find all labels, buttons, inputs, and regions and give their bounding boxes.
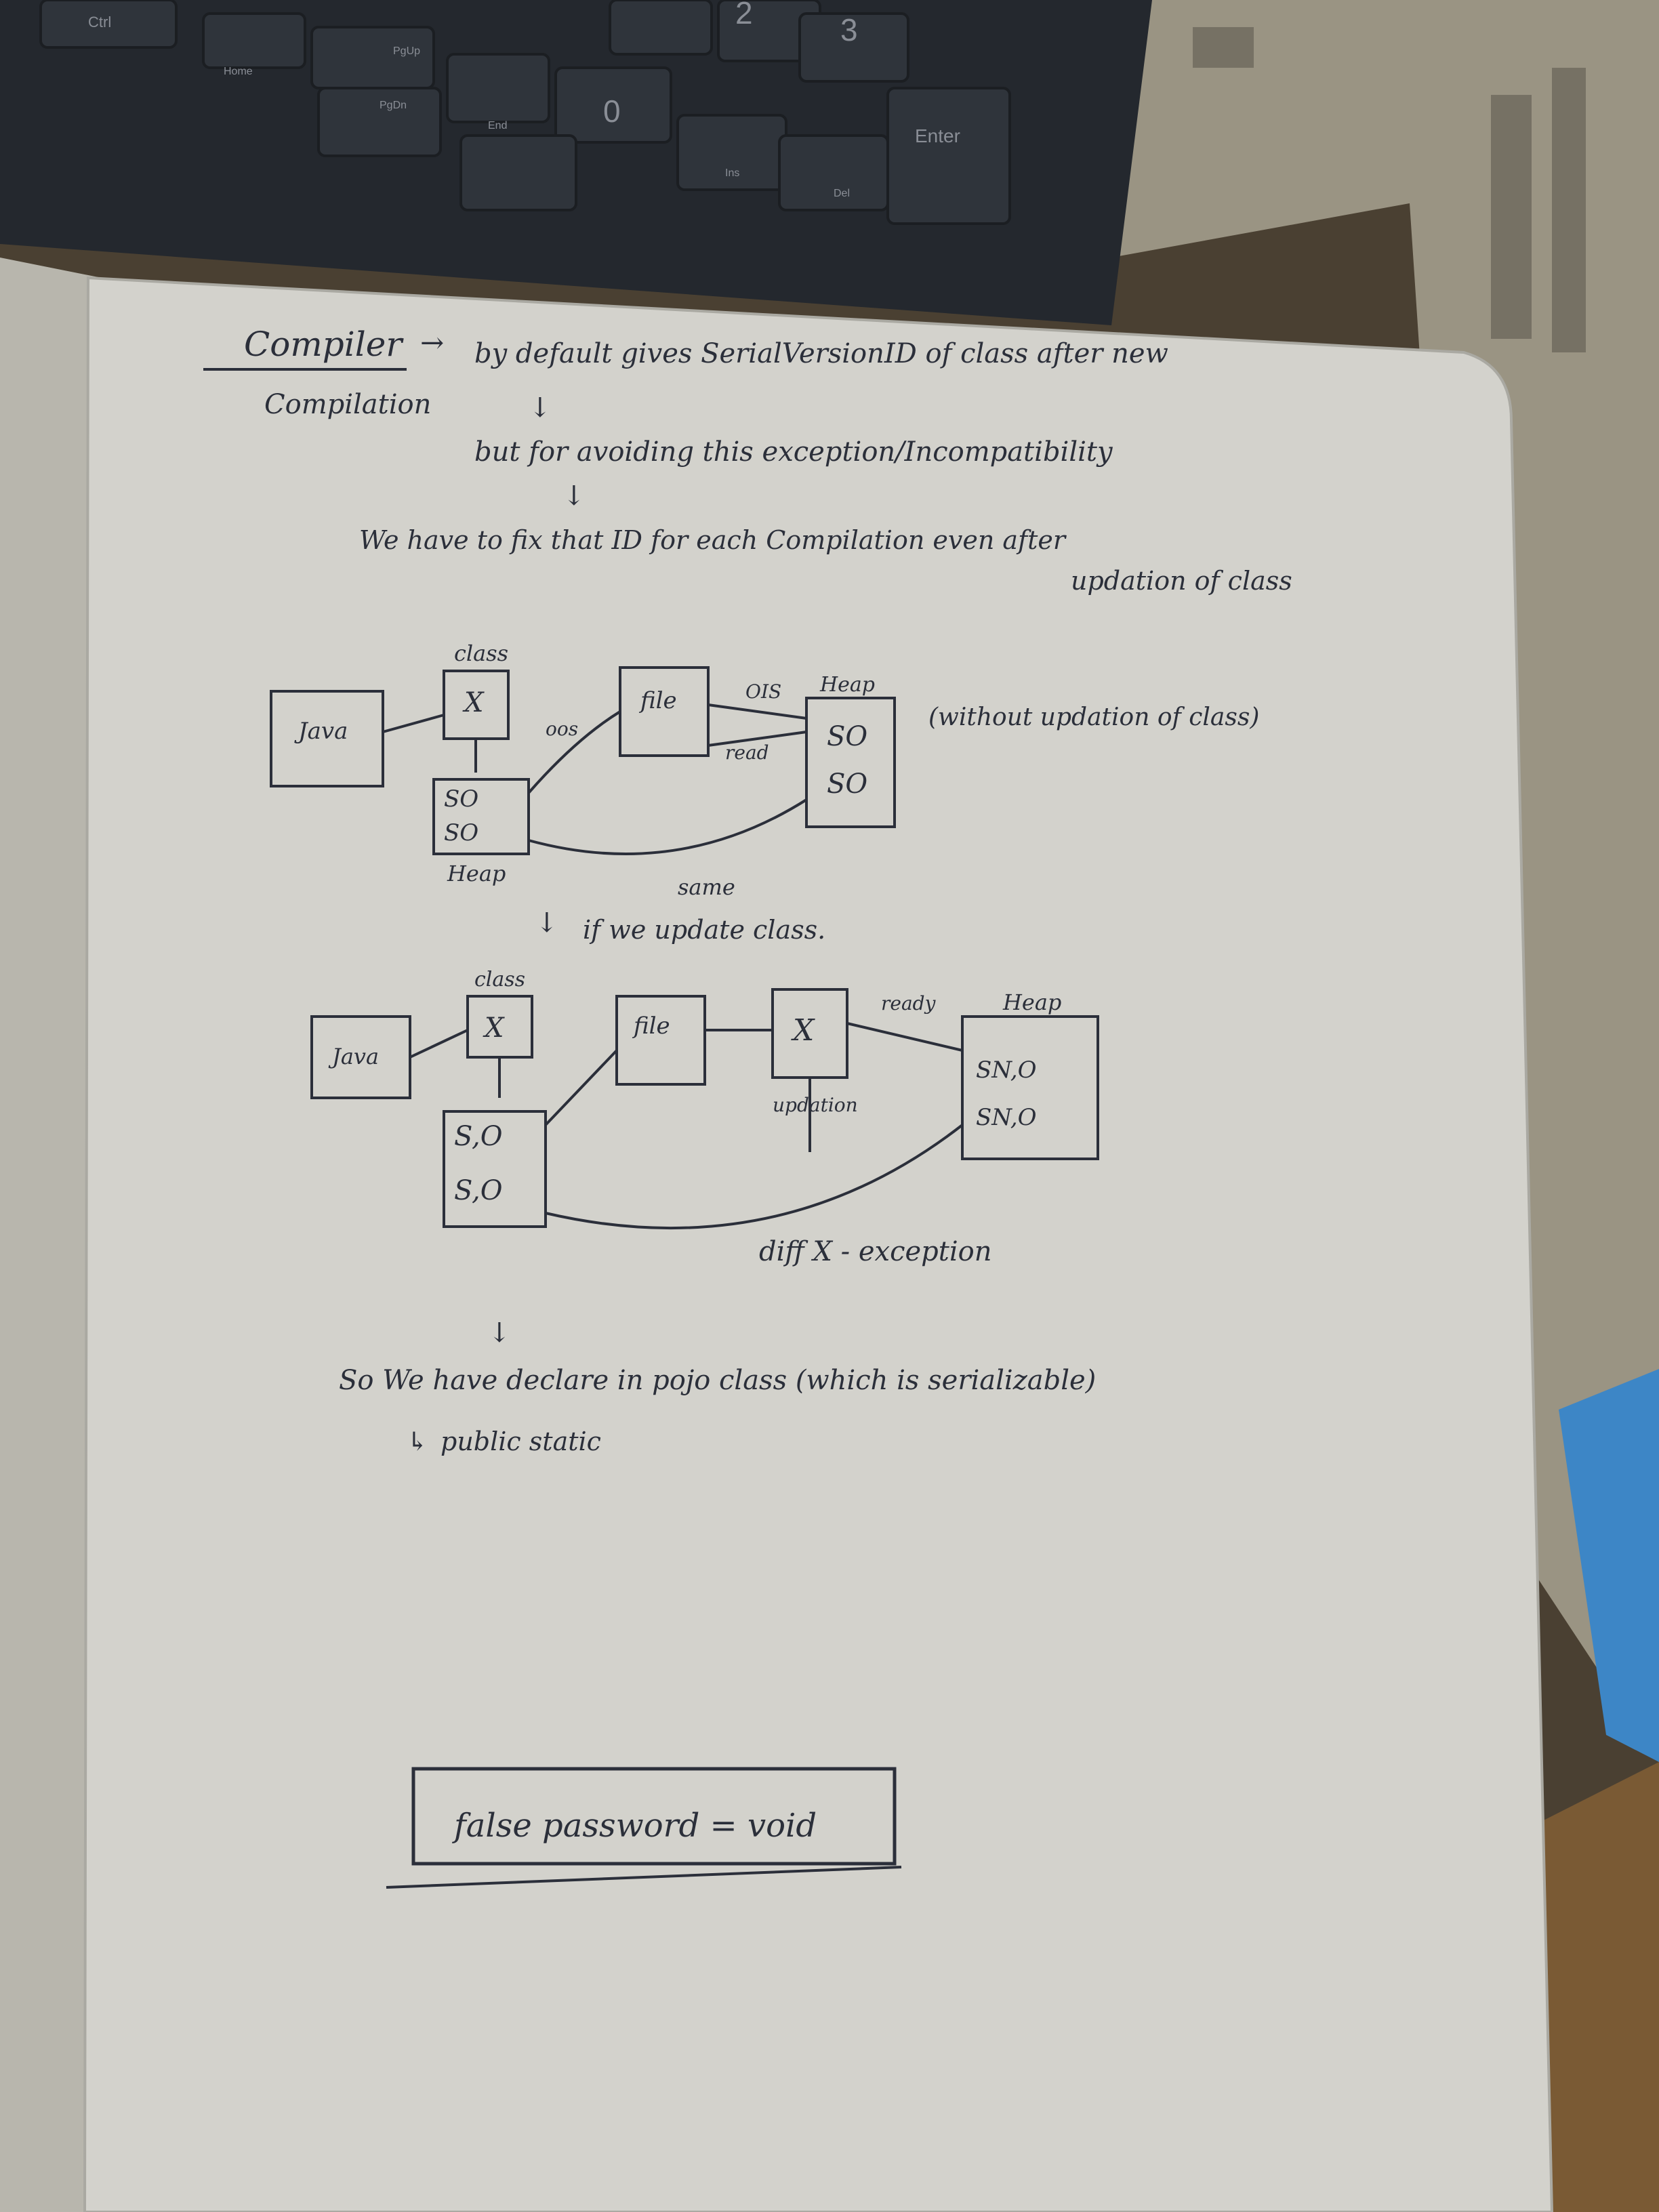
handwritten-notes: Compiler → by default gives SerialVersio… (203, 325, 1292, 596)
java-box-1 (270, 690, 384, 787)
key-home: Home (224, 66, 253, 77)
arrow-down-3: ↓ (535, 907, 558, 939)
d2-updated-x: X (791, 1013, 815, 1048)
left-page (0, 258, 102, 2212)
arrow-down-1: ↓ (529, 392, 552, 424)
d2-heap2-row-2: SN,O (976, 1104, 1037, 1131)
note-line-4: updation of class (1071, 566, 1292, 596)
d1-file: file (638, 687, 677, 714)
d2-file: file (632, 1012, 670, 1040)
key-ins: Ins (725, 167, 739, 179)
d1-heap-row-2: SO (444, 819, 478, 846)
diagram-1 (270, 666, 896, 855)
d1-java: Java (294, 718, 348, 745)
note-line-1: by default gives SerialVersionID of clas… (474, 338, 1168, 369)
key-2: 2 (735, 0, 753, 30)
note-compiler: Compiler (244, 325, 404, 364)
d2-heap-row-1: S,O (454, 1121, 502, 1152)
note-line-2: but for avoiding this exception/Incompat… (474, 436, 1113, 468)
boxed-note-frame (411, 1767, 897, 1866)
key-ctrl: Ctrl (88, 14, 111, 30)
note-line-3: We have to fix that ID for each Compilat… (359, 525, 1067, 555)
note-public-static: public static (441, 1427, 601, 1456)
d2-heap-row-2: S,O (454, 1175, 502, 1206)
d2-x: X (483, 1012, 505, 1044)
d1-heap2-row-1: SO (827, 721, 867, 752)
d1-heap2-label: Heap (819, 673, 875, 697)
boxed-note: false password = void (452, 1807, 817, 1845)
blue-card (1559, 1369, 1659, 1762)
file-box-2 (615, 995, 706, 1086)
note-arrow-public: ↳ (407, 1427, 428, 1456)
diagram-2-labels: class Java X S,O S,O file X updation rea… (328, 968, 1061, 1267)
key-pgup: PgUp (393, 45, 420, 57)
d1-heap-row-1: SO (444, 785, 478, 813)
key-0: 0 (603, 94, 621, 129)
d1-same: same (678, 874, 735, 900)
d2-heap-label: Heap (1002, 989, 1061, 1015)
heap-box-2 (805, 697, 896, 828)
d2-ready: ready (881, 992, 937, 1015)
arrow-right: → (420, 326, 444, 359)
notebook-page (85, 278, 1552, 2212)
d1-without-updation: (without updation of class) (928, 703, 1259, 731)
d2-diff-exception: diff X - exception (759, 1236, 992, 1267)
key-end: End (488, 120, 507, 131)
arrow-down-4: ↓ (488, 1317, 511, 1349)
note-declare: So We have declare in pojo class (which … (339, 1365, 1096, 1396)
diagram-1-labels: class Java X SO SO Heap oos file OIS rea… (294, 640, 1259, 900)
d2-updation: updation (773, 1094, 858, 1116)
heap-box-4 (961, 1015, 1099, 1160)
d1-read: read (725, 741, 769, 764)
d1-x: X (462, 687, 485, 718)
d2-java: Java (328, 1044, 379, 1069)
arrow-down-2: ↓ (562, 480, 586, 512)
d1-heap-label: Heap (447, 861, 506, 886)
note-if-update: if we update class. (583, 915, 825, 945)
d2-heap2-row-1: SN,O (976, 1057, 1037, 1084)
d1-ois: OIS (745, 680, 781, 703)
heap-box-1 (432, 778, 530, 855)
d1-heap2-row-2: SO (827, 769, 867, 800)
keyboard-keys (39, 0, 1011, 225)
d1-class-label: class (454, 640, 508, 666)
key-del: Del (834, 188, 850, 199)
key-pgdn: PgDn (380, 100, 407, 111)
d1-oos: oos (546, 718, 578, 740)
key-enter: Enter (915, 125, 960, 146)
key-3: 3 (840, 12, 858, 47)
d2-class-label: class (474, 968, 525, 991)
heap-box-3 (443, 1110, 547, 1228)
note-compilation: Compilation (264, 389, 431, 420)
diagram-2 (310, 988, 1099, 1230)
